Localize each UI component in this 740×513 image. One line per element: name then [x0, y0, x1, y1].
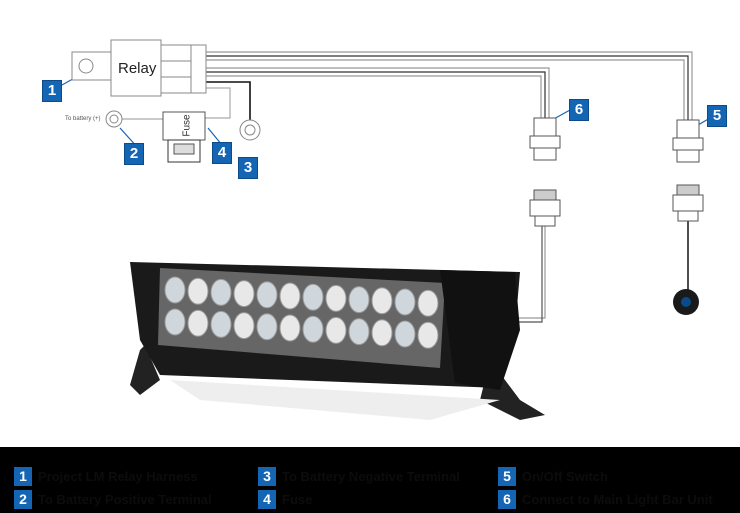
connector-6	[529, 117, 561, 227]
legend-item: 2 To Battery Positive Terminal	[14, 490, 212, 509]
led-lens	[210, 278, 232, 306]
led-lens	[164, 308, 186, 336]
relay-label: Relay	[118, 60, 157, 77]
legend-item: 5 On/Off Switch	[498, 467, 608, 486]
callout-3: 3	[238, 157, 258, 179]
legend-item: 6 Connect to Main Light Bar Unit	[498, 490, 713, 509]
led-lens	[394, 320, 416, 348]
legend-number: 1	[14, 467, 32, 486]
legend-number: 4	[258, 490, 276, 509]
fuse	[162, 111, 206, 163]
legend-text: Connect to Main Light Bar Unit	[522, 492, 713, 507]
led-lens	[187, 309, 209, 337]
callout-1: 1	[42, 80, 62, 102]
led-lens	[210, 310, 232, 338]
fuse-label: Fuse	[181, 114, 193, 137]
led-lens	[325, 284, 347, 312]
led-lens	[348, 286, 370, 314]
legend-text: To Battery Negative Terminal	[282, 469, 460, 484]
led-lens	[371, 319, 393, 347]
legend-text: On/Off Switch	[522, 469, 608, 484]
led-lens	[279, 314, 301, 342]
relay	[71, 39, 207, 97]
legend-number: 5	[498, 467, 516, 486]
legend-text: To Battery Positive Terminal	[38, 492, 212, 507]
legend-number: 6	[498, 490, 516, 509]
on-off-switch	[673, 289, 699, 315]
legend-number: 2	[14, 490, 32, 509]
led-lens	[348, 318, 370, 346]
led-lens	[256, 313, 278, 341]
legend-item: 4 Fuse	[258, 490, 312, 509]
led-lens	[302, 315, 324, 343]
callout-5: 5	[707, 105, 727, 127]
led-lens	[302, 283, 324, 311]
legend-number: 3	[258, 467, 276, 486]
led-lens	[256, 281, 278, 309]
harness-wires	[61, 51, 711, 323]
led-lens	[164, 276, 186, 304]
legend-item: 3 To Battery Negative Terminal	[258, 467, 460, 486]
led-lens	[417, 289, 439, 317]
led-light-bar	[130, 262, 545, 420]
legend-item: 1 Project LM Relay Harness	[14, 467, 198, 486]
led-lens	[279, 282, 301, 310]
connector-5	[672, 119, 704, 222]
led-lens	[325, 316, 347, 344]
led-lens	[371, 287, 393, 315]
callout-6: 6	[569, 99, 589, 121]
led-lens	[394, 288, 416, 316]
led-lens	[233, 280, 255, 308]
legend-text: Fuse	[282, 492, 313, 507]
legend: 1 Project LM Relay Harness 2 To Battery Po…	[0, 447, 740, 513]
battery-label: To battery (+)	[65, 116, 101, 122]
callout-2: 2	[124, 143, 144, 165]
diagram-drawing	[61, 39, 711, 420]
callout-4: 4	[212, 142, 232, 164]
led-lens	[233, 312, 255, 340]
led-lens	[187, 277, 209, 305]
legend-text: Project LM Relay Harness	[38, 469, 198, 484]
led-lens	[417, 321, 439, 349]
